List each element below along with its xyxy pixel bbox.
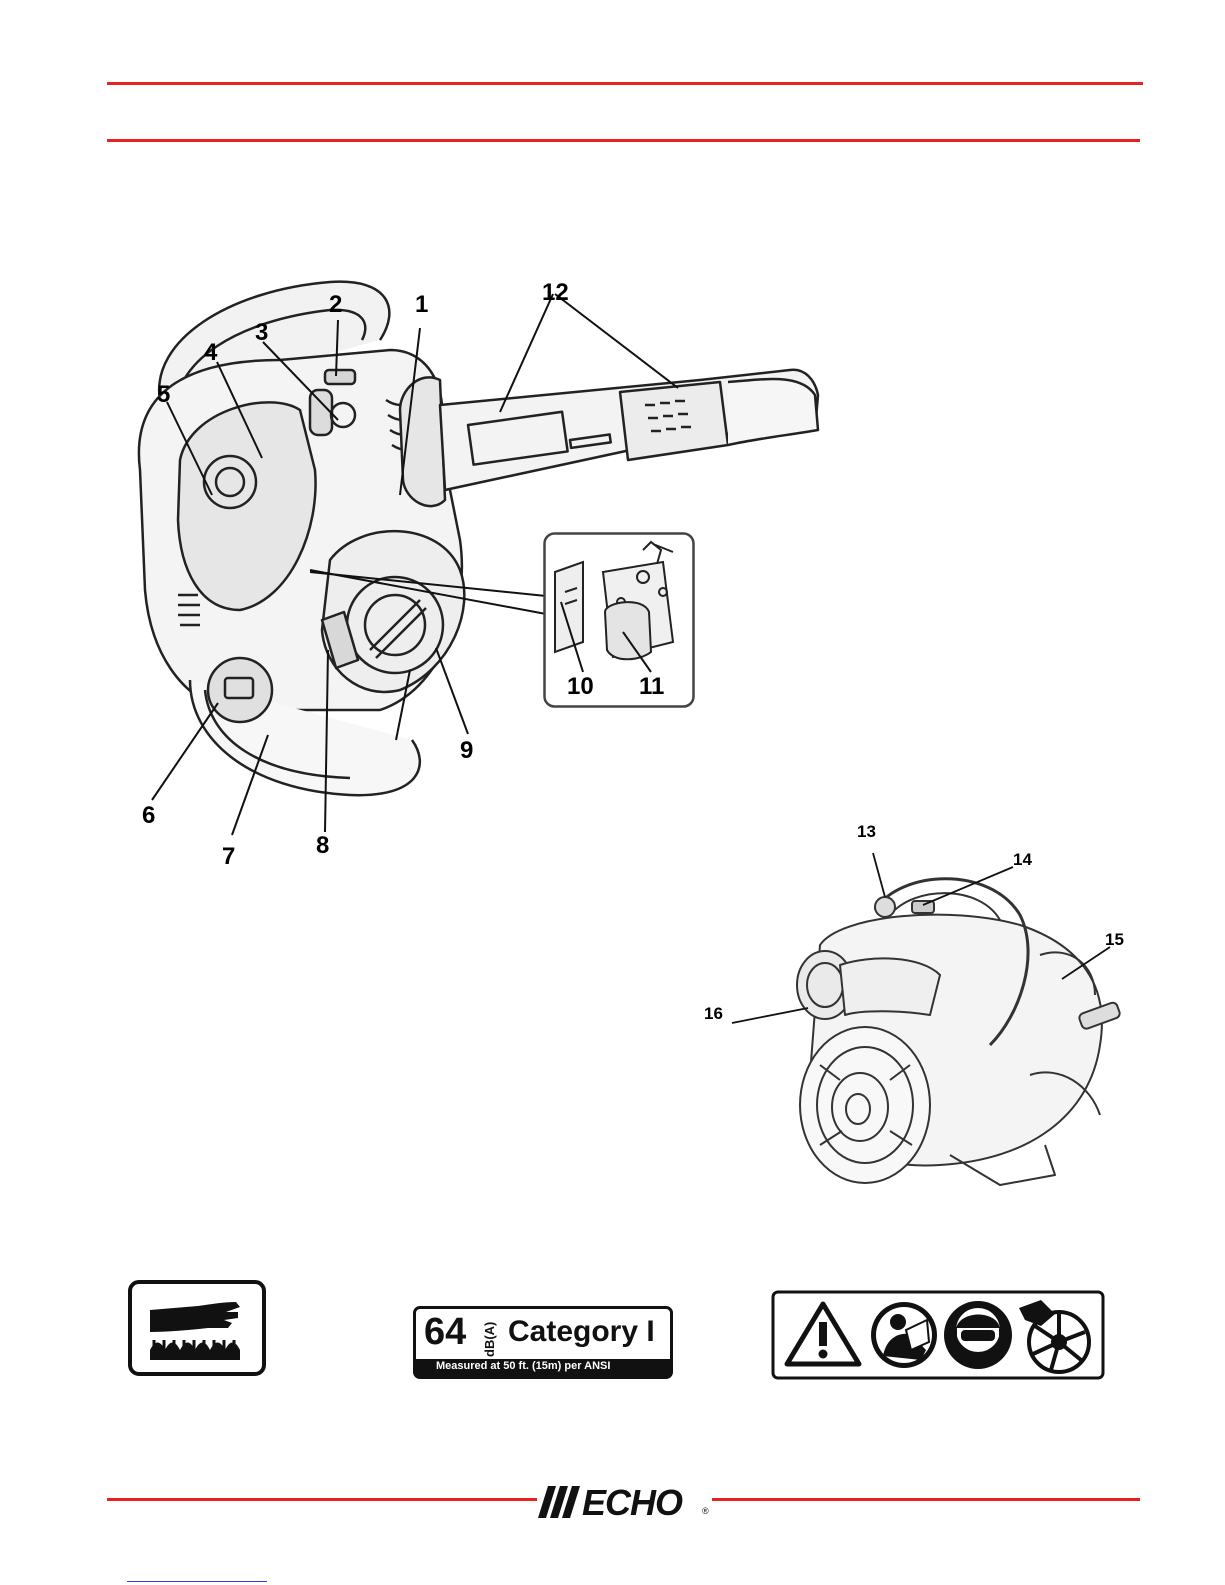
noise-category: Category I: [508, 1315, 655, 1349]
footer-rule-right: [712, 1498, 1140, 1501]
callout-5: 5: [157, 381, 170, 408]
callout-6: 6: [142, 802, 155, 829]
noise-unit: dB(A): [482, 1307, 497, 1357]
blower-main-illustration: 1 2 3 4 5 6 7 8 9 12: [100, 270, 840, 870]
callout-9: 9: [460, 737, 473, 764]
echo-logo-text: ECHO: [582, 1482, 682, 1524]
hot-surface-label: [128, 1280, 266, 1376]
callout-4: 4: [204, 339, 218, 366]
header-rule-top: [107, 82, 1143, 85]
eye-ear-protection-icon: [944, 1301, 1012, 1369]
callout-14: 14: [1013, 850, 1032, 869]
callout-15: 15: [1105, 930, 1124, 949]
noise-value: 64: [424, 1311, 466, 1354]
noise-note: Measured at 50 ft. (15m) per ANSI: [436, 1360, 610, 1372]
callout-7: 7: [222, 843, 235, 870]
callout-16: 16: [704, 1004, 723, 1023]
callout-13: 13: [857, 822, 876, 841]
callout-1: 1: [415, 291, 428, 318]
header-rule-bottom: [107, 139, 1140, 142]
callout-2: 2: [329, 291, 342, 318]
read-manual-icon: [871, 1302, 937, 1368]
noise-label: 64 dB(A) Category I Measured at 50 ft. (…: [413, 1306, 673, 1379]
callout-11: 11: [639, 673, 664, 700]
echo-logo: ECHO ®: [538, 1480, 714, 1524]
callout-10: 10: [567, 673, 594, 700]
callout-12: 12: [542, 279, 569, 306]
callout-3: 3: [255, 319, 268, 346]
footer-rule-left: [107, 1498, 537, 1501]
link-underline: [127, 1581, 267, 1582]
echo-trademark: ®: [702, 1506, 709, 1516]
blower-rear-illustration: 13 14 15 16: [700, 815, 1140, 1200]
safety-label: [771, 1290, 1105, 1380]
carburetor-inset: 10 11: [543, 532, 695, 708]
noise-note-bar: Measured at 50 ft. (15m) per ANSI: [416, 1359, 670, 1376]
callout-8: 8: [316, 832, 329, 859]
